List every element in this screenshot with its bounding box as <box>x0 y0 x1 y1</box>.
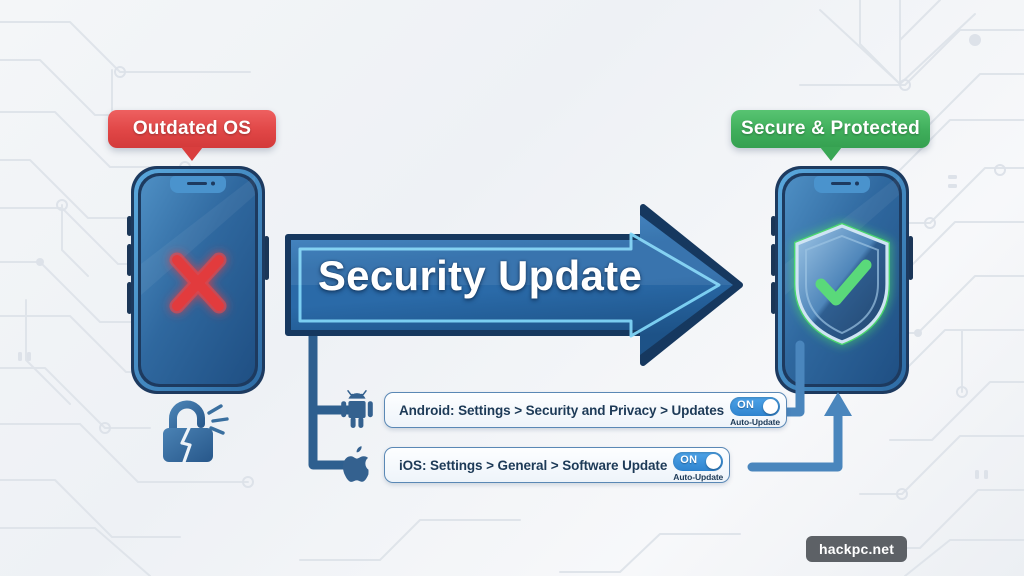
ios-toggle-switch[interactable]: ON <box>673 452 724 471</box>
android-toggle-state: ON <box>737 399 755 411</box>
connector-arrowhead-up <box>824 392 852 416</box>
android-instruction-pill[interactable]: Android: Settings > Security and Privacy… <box>384 392 788 428</box>
secure-phone <box>769 164 915 396</box>
android-toggle-knob <box>763 399 779 414</box>
android-toggle-switch[interactable]: ON <box>730 397 781 416</box>
ios-instruction-pill[interactable]: iOS: Settings > General > Software Updat… <box>384 447 731 483</box>
badge-pointer-left <box>181 147 203 161</box>
android-icon <box>341 390 373 428</box>
badge-outdated-os: Outdated OS <box>108 110 276 161</box>
ios-toggle-knob <box>706 454 722 469</box>
connector-ios-to-phone <box>747 405 843 472</box>
ios-instruction-text: iOS: Settings > General > Software Updat… <box>399 457 668 473</box>
broken-padlock-icon <box>155 395 233 472</box>
ios-toggle-state: ON <box>680 454 698 466</box>
ios-toggle-label: Auto-Update <box>673 472 724 482</box>
watermark: hackpc.net <box>806 536 908 562</box>
badge-pointer-right <box>819 147 842 161</box>
red-x-icon <box>169 252 227 314</box>
security-update-arrow <box>278 196 750 379</box>
badge-secure-label: Secure & Protected <box>741 118 920 139</box>
badge-outdated-label: Outdated OS <box>132 118 252 139</box>
outdated-phone <box>125 164 271 396</box>
instruction-row-ios: iOS: Settings > General > Software Updat… <box>340 445 731 485</box>
android-toggle-label: Auto-Update <box>730 417 781 427</box>
android-autoupdate-toggle[interactable]: ON Auto-Update <box>730 397 780 427</box>
shield-check-icon <box>794 222 890 346</box>
apple-icon <box>342 446 369 482</box>
ios-autoupdate-toggle[interactable]: ON Auto-Update <box>673 452 723 482</box>
android-instruction-text: Android: Settings > Security and Privacy… <box>399 402 725 418</box>
badge-secure-protected: Secure & Protected <box>731 110 930 161</box>
instruction-row-android: Android: Settings > Security and Privacy… <box>340 390 788 430</box>
